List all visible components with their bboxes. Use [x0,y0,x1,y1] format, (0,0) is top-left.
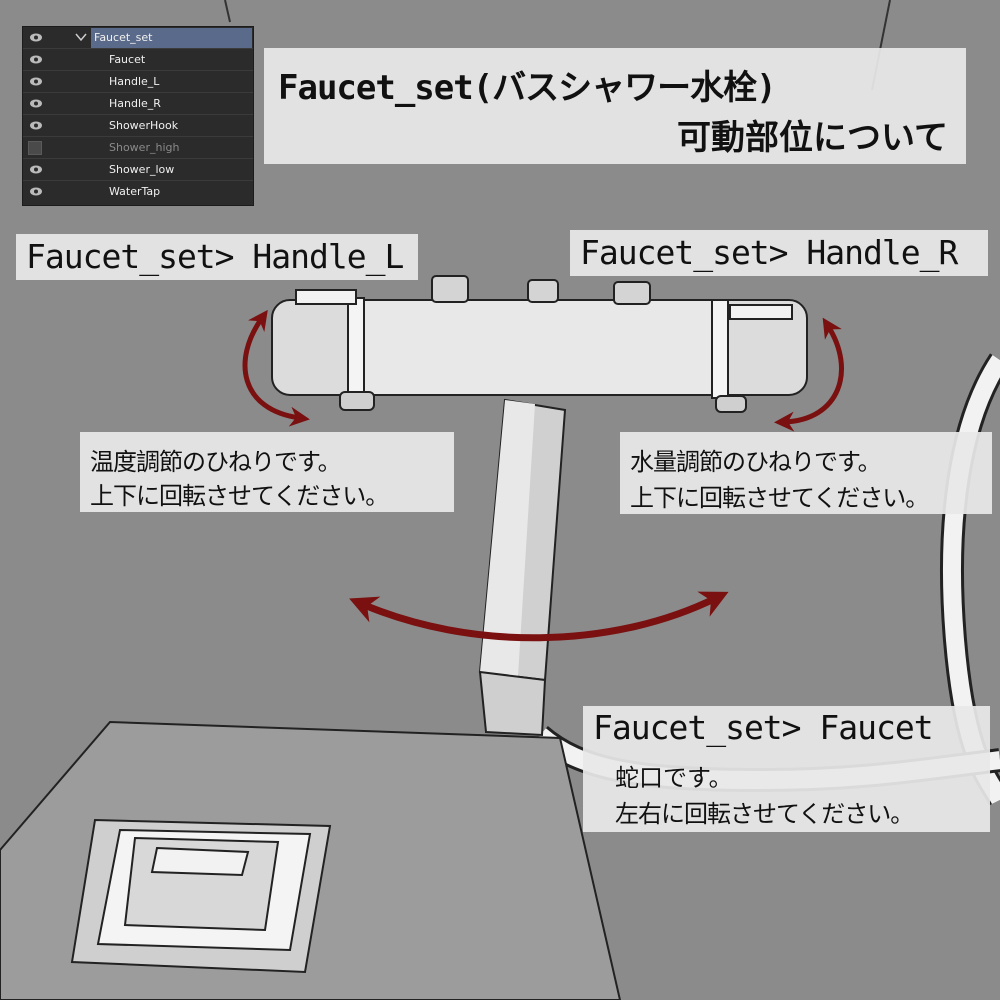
title-line1: Faucet_set(バスシャワー水栓) [278,68,777,108]
chevron-down-icon[interactable] [75,30,87,44]
rotation-arrow-icon [242,309,844,642]
visibility-toggle[interactable] [28,141,42,155]
eye-icon[interactable] [29,31,43,44]
selection-highlight [91,28,252,48]
layer-row-handle-r[interactable]: Handle_R [23,93,253,115]
eye-icon[interactable] [29,53,43,66]
layer-label: Shower_low [109,163,175,176]
handle-r-ref-callout: Faucet_set> Handle_R [570,230,988,276]
layer-panel: Faucet_set Faucet Handle_L Handle_R Show… [22,26,254,206]
title-callout: Faucet_set(バスシャワー水栓) 可動部位について [264,48,966,164]
layer-label: WaterTap [109,185,161,198]
layer-row-faucet-set[interactable]: Faucet_set [23,27,253,49]
handle-r-ref: Faucet_set> Handle_R [580,233,958,272]
eye-icon[interactable] [29,185,43,198]
layer-label: Faucet_set [94,31,153,44]
handle-l-ref-callout: Faucet_set> Handle_L [16,234,418,280]
layer-row-showerhook[interactable]: ShowerHook [23,115,253,137]
faucet-desc-line2: 左右に回転させてください。 [615,800,914,828]
layer-row-watertap[interactable]: WaterTap [23,181,253,203]
layer-row-handle-l[interactable]: Handle_L [23,71,253,93]
handle-r-desc-line1: 水量調節のひねりです。 [630,448,882,476]
handle-r-desc-callout: 水量調節のひねりです。 上下に回転させてください。 [620,432,992,514]
faucet-desc-line1: 蛇口です。 [615,764,733,792]
eye-icon[interactable] [29,163,43,176]
handle-l-desc-line2: 上下に回転させてください。 [90,482,389,510]
faucet-ref: Faucet_set> Faucet [593,708,934,747]
eye-icon[interactable] [29,75,43,88]
handle-l-desc-line1: 温度調節のひねりです。 [90,448,342,476]
layer-label: Shower_high [109,141,180,154]
handle-l-desc-callout: 温度調節のひねりです。 上下に回転させてください。 [80,432,454,512]
eye-icon[interactable] [29,119,43,132]
layer-label: ShowerHook [109,119,179,132]
handle-r-desc-line2: 上下に回転させてください。 [630,484,929,512]
faucet-callout: Faucet_set> Faucet 蛇口です。 左右に回転させてください。 [583,706,990,832]
handle-l-ref: Faucet_set> Handle_L [26,237,404,276]
layer-label: Faucet [109,53,146,66]
layer-label: Handle_R [109,97,161,110]
layer-row-shower-low[interactable]: Shower_low [23,159,253,181]
layer-row-faucet[interactable]: Faucet [23,49,253,71]
layer-row-shower-high[interactable]: Shower_high [23,137,253,159]
layer-label: Handle_L [109,75,160,88]
eye-icon[interactable] [29,97,43,110]
title-line2: 可動部位について [677,118,948,158]
